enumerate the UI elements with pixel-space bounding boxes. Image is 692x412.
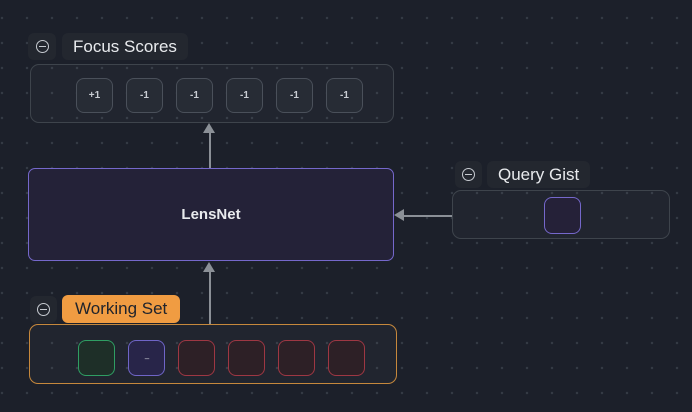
focus-token[interactable]: -1 (176, 78, 213, 113)
working-set-cell[interactable] (178, 340, 215, 376)
focus-token[interactable]: -1 (226, 78, 263, 113)
working-set-cell[interactable] (78, 340, 115, 376)
working-set-cell[interactable] (328, 340, 365, 376)
query-gist-label[interactable]: Query Gist (487, 161, 591, 188)
focus-scores-label[interactable]: Focus Scores (62, 33, 188, 60)
lensnet-node[interactable]: LensNet (28, 168, 394, 261)
query-gist-collapse-button[interactable] (455, 161, 482, 188)
edge-working-set-to-lensnet-arrowhead-icon (203, 262, 215, 272)
focus-token[interactable]: -1 (126, 78, 163, 113)
focus-scores-collapse-button[interactable] (28, 33, 56, 60)
edge-query-gist-to-lensnet-arrowhead-icon (394, 209, 404, 221)
edge-lensnet-to-focus-scores-arrowhead-icon (203, 123, 215, 133)
working-set-cell[interactable] (228, 340, 265, 376)
working-set-frame[interactable]: – (29, 324, 397, 384)
focus-token[interactable]: +1 (76, 78, 113, 113)
lensnet-label: LensNet (181, 206, 241, 223)
edge-lensnet-to-focus-scores[interactable] (209, 132, 211, 168)
minus-circle-icon (35, 40, 49, 53)
working-set-cell[interactable] (278, 340, 315, 376)
edge-query-gist-to-lensnet[interactable] (403, 215, 452, 217)
query-gist-cell[interactable] (544, 197, 581, 234)
minus-circle-icon (462, 168, 475, 181)
query-gist-frame[interactable] (452, 190, 670, 239)
working-set-label[interactable]: Working Set (62, 295, 181, 323)
working-set-cell[interactable]: – (128, 340, 165, 376)
working-set-collapse-button[interactable] (30, 296, 57, 323)
minus-circle-icon (37, 303, 50, 316)
focus-scores-frame[interactable]: +1 -1 -1 -1 -1 -1 (30, 64, 394, 123)
focus-token[interactable]: -1 (326, 78, 363, 113)
focus-token[interactable]: -1 (276, 78, 313, 113)
edge-working-set-to-lensnet[interactable] (209, 271, 211, 324)
